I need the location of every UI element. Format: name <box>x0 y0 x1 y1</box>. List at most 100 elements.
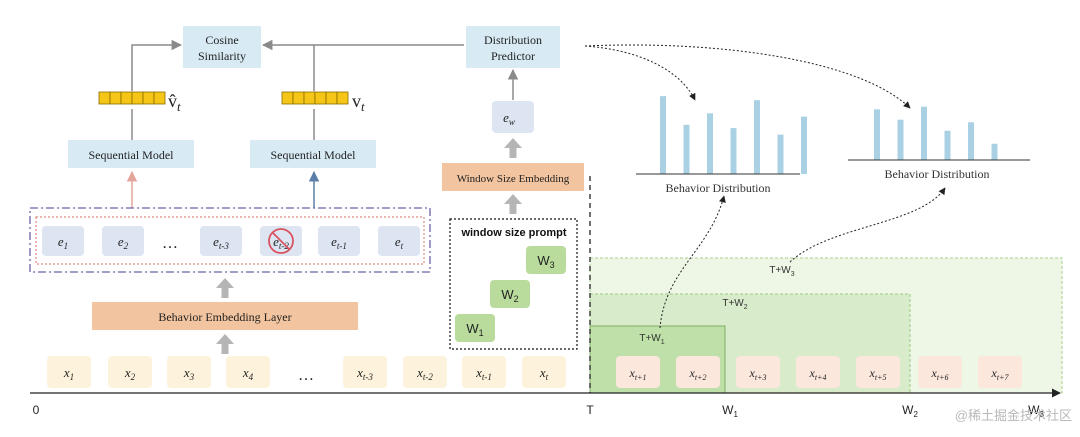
window-size-embedding-box <box>442 163 584 191</box>
axis-origin: 0 <box>33 403 40 417</box>
masked-icon <box>268 228 294 254</box>
behavior-distribution-chart-2 <box>848 106 1030 161</box>
chart1-bar-1 <box>660 96 666 174</box>
input-2-label: x2 <box>124 365 136 382</box>
sequential-model-left-label: Sequential Model <box>89 148 175 162</box>
input-t-1-label: xt-1 <box>475 365 492 382</box>
behavior-embedding-layer-label: Behavior Embedding Layer <box>158 310 291 324</box>
future-input-t+4-label: xt+4 <box>809 366 827 382</box>
input-1-label: x1 <box>63 365 74 382</box>
future-input-t+3 <box>736 356 780 388</box>
sequential-model-right <box>250 140 376 168</box>
cosine-similarity-box <box>183 26 261 68</box>
embedding-2 <box>102 226 144 256</box>
chart1-bar-2 <box>683 124 690 174</box>
future-input-t+5 <box>856 356 900 388</box>
embedding-inner-box <box>35 216 425 265</box>
input-4-label: x4 <box>242 365 254 382</box>
input-4 <box>226 356 270 388</box>
input-1 <box>47 356 91 388</box>
up-arrow-to-behavior-layer <box>216 334 234 354</box>
future-input-t+4 <box>796 356 840 388</box>
future-input-t+5-label: xt+5 <box>869 366 887 382</box>
vector-vhat <box>98 91 166 105</box>
future-input-t+1 <box>616 356 660 388</box>
sequential-model-right-label: Sequential Model <box>271 148 357 162</box>
window-label-w3: T+W3 <box>769 265 794 278</box>
vector-vhat-cell <box>98 91 111 105</box>
behavior-distribution-label-2: Behavior Distribution <box>885 167 990 181</box>
arrow-vhat-to-cosine <box>131 39 183 91</box>
window-size-prompt-title: window size prompt <box>460 227 566 239</box>
vector-v-cell <box>292 91 305 105</box>
window-prompt-w1 <box>455 314 495 342</box>
input-3 <box>167 356 211 388</box>
input-3-label: x3 <box>183 365 195 382</box>
vector-vhat-cell <box>153 91 166 105</box>
behavior-distribution-chart-1 <box>636 96 807 175</box>
v-label: vt <box>352 91 365 114</box>
future-input-t+7-label: xt+7 <box>991 366 1010 382</box>
future-input-t+6-label: xt+6 <box>931 366 949 382</box>
predictor-line2: Predictor <box>491 49 535 63</box>
chart2-bar-5 <box>968 122 974 160</box>
window-label-w1: T+W1 <box>639 333 664 346</box>
chart1-bar-3 <box>707 113 713 174</box>
input-t-3-label: xt-3 <box>356 365 373 382</box>
input-t-2-label: xt-2 <box>416 365 433 382</box>
vector-vhat-cell <box>131 91 144 105</box>
vector-v-cell <box>314 91 327 105</box>
input-t-1 <box>462 356 506 388</box>
vhat-label: v̂t <box>168 91 181 114</box>
watermark: @稀土掘金技术社区 <box>955 408 1072 423</box>
predictor-line1: Distribution <box>484 33 542 47</box>
up-arrow-bel-shape <box>216 334 234 354</box>
future-input-t+6 <box>918 356 962 388</box>
embedding-t-label: et <box>395 234 404 251</box>
window-prompt-w2 <box>490 280 530 308</box>
window-prompt-w3 <box>526 246 566 274</box>
embedding-ellipsis: … <box>162 235 178 252</box>
cosine-line1: Cosine <box>205 33 238 47</box>
chart1-bar-6 <box>777 134 784 174</box>
cosine-line2: Similarity <box>198 49 246 63</box>
chart2-bar-3 <box>921 106 927 160</box>
up-arrow-to-embedding <box>216 278 234 298</box>
vector-vhat-cell <box>109 91 122 105</box>
window-label-w2: T+W2 <box>722 298 747 311</box>
future-input-t+3-label: xt+3 <box>749 366 767 382</box>
input-t-label: xt <box>539 365 549 382</box>
input-t <box>522 356 566 388</box>
window-prompt-w2-label: W2 <box>501 287 518 304</box>
ew-label: ew <box>503 110 515 127</box>
window-prompt-w1-label: W1 <box>466 321 483 338</box>
chart1-bar-5 <box>754 100 760 174</box>
vector-v <box>281 91 349 105</box>
window-size-embedding-label: Window Size Embedding <box>457 173 570 185</box>
future-input-t+2-label: xt+2 <box>689 366 707 382</box>
vector-v-cell <box>303 91 316 105</box>
axis-tick-W2: W2 <box>902 403 918 419</box>
chart1-bar-4 <box>730 128 737 174</box>
up-arrow-to-ew <box>504 138 522 158</box>
chart2-bar-2 <box>897 119 904 160</box>
axis-tick-W3: W3 <box>1028 403 1044 419</box>
embedding-t-2-label: et-2 <box>273 234 289 251</box>
axis-tick-W1: W1 <box>722 403 738 419</box>
input-t-3 <box>343 356 387 388</box>
behavior-distribution-label-1: Behavior Distribution <box>666 181 771 195</box>
input-2 <box>108 356 152 388</box>
dotted-arrow-predictor-to-chart2 <box>584 44 911 109</box>
embedding-t <box>378 226 420 256</box>
up-arrow-wse-shape <box>504 194 522 214</box>
embedding-2-label: e2 <box>118 234 129 251</box>
behavior-embedding-layer-box <box>92 302 358 330</box>
input-t-2 <box>403 356 447 388</box>
embedding-t-3 <box>200 226 242 256</box>
distribution-predictor-box <box>466 26 560 68</box>
